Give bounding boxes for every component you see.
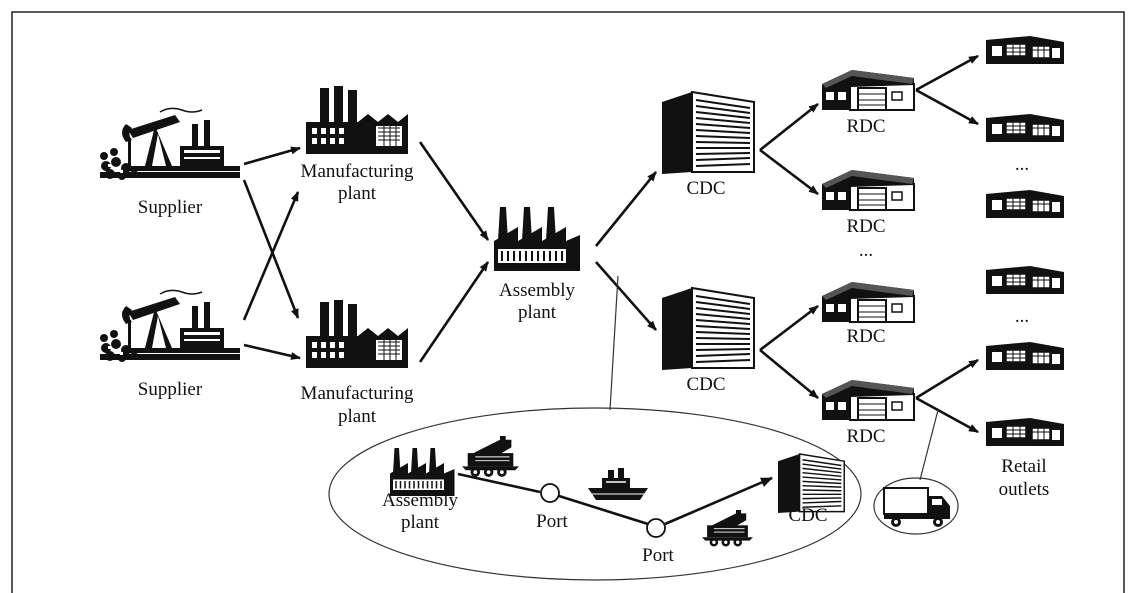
arrow <box>243 146 301 166</box>
route-arrow <box>664 476 773 526</box>
retail-ellipsis: ... <box>1015 306 1029 327</box>
manufacturing-plant-label: Manufacturing <box>301 161 414 182</box>
arrow <box>915 396 979 434</box>
route-line <box>457 472 541 494</box>
rdc-label: RDC <box>846 426 885 447</box>
arrow <box>242 191 300 321</box>
manufacturing-plant-label: plant <box>338 406 377 427</box>
cdc-label: CDC <box>686 374 725 395</box>
arrow <box>915 54 979 92</box>
arrow <box>242 179 300 319</box>
train-icon <box>461 435 520 478</box>
rdc-label: RDC <box>846 116 885 137</box>
arrow <box>595 261 657 331</box>
transport-inset-ellipse <box>328 407 862 581</box>
port-node <box>540 483 560 503</box>
manufacturing-plant-label: plant <box>338 183 377 204</box>
assembly-plant-icon <box>389 447 456 497</box>
retail-store-icon <box>985 35 1065 65</box>
rdc-ellipsis: ... <box>859 240 873 261</box>
cdc-label: CDC <box>686 178 725 199</box>
supplier-label: Supplier <box>138 379 203 400</box>
factory-icon <box>305 85 409 155</box>
assembly-plant-icon <box>493 206 581 272</box>
port-node <box>646 518 666 538</box>
assembly-plant-label: Assembly <box>499 280 576 301</box>
retail-ellipsis: ... <box>1015 154 1029 175</box>
arrow <box>915 358 979 400</box>
retail-outlets-label: outlets <box>999 479 1050 500</box>
arrow <box>759 102 819 152</box>
callout-line <box>609 275 619 411</box>
arrow <box>759 304 819 352</box>
warehouse-icon <box>821 281 915 323</box>
warehouse-icon <box>821 169 915 211</box>
train-icon <box>701 509 754 547</box>
arrow <box>594 171 658 247</box>
inset-assembly-label: Assembly <box>382 490 459 511</box>
route-line <box>558 494 649 526</box>
arrow <box>243 343 301 360</box>
truck-icon <box>883 487 951 528</box>
arrow <box>418 261 490 363</box>
arrow <box>759 348 819 400</box>
retail-store-icon <box>985 189 1065 219</box>
warehouse-icon <box>821 69 915 111</box>
retail-outlets-label: Retail <box>1001 456 1046 477</box>
inset-cdc-label: CDC <box>788 505 827 526</box>
figure-frame <box>11 11 1125 593</box>
rdc-label: RDC <box>846 216 885 237</box>
manufacturing-plant-label: Manufacturing <box>301 383 414 404</box>
oil-pump-supplier-icon <box>99 107 241 181</box>
ship-icon <box>587 467 651 501</box>
supplier-label: Supplier <box>138 197 203 218</box>
factory-icon <box>305 299 409 369</box>
oil-pump-supplier-icon <box>99 289 241 363</box>
arrow <box>759 148 819 196</box>
rdc-label: RDC <box>846 326 885 347</box>
inset-assembly-label: plant <box>401 512 440 533</box>
distribution-center-icon <box>661 91 755 175</box>
arrow <box>915 88 979 126</box>
warehouse-icon <box>821 379 915 421</box>
assembly-plant-label: plant <box>518 302 557 323</box>
retail-store-icon <box>985 113 1065 143</box>
callout-line <box>919 409 939 481</box>
truck-inset-ellipse <box>873 477 959 535</box>
retail-store-icon <box>985 341 1065 371</box>
retail-store-icon <box>985 417 1065 447</box>
retail-store-icon <box>985 265 1065 295</box>
port-label: Port <box>536 511 568 532</box>
distribution-center-icon <box>661 287 755 371</box>
port-label: Port <box>642 545 674 566</box>
arrow <box>418 141 490 241</box>
